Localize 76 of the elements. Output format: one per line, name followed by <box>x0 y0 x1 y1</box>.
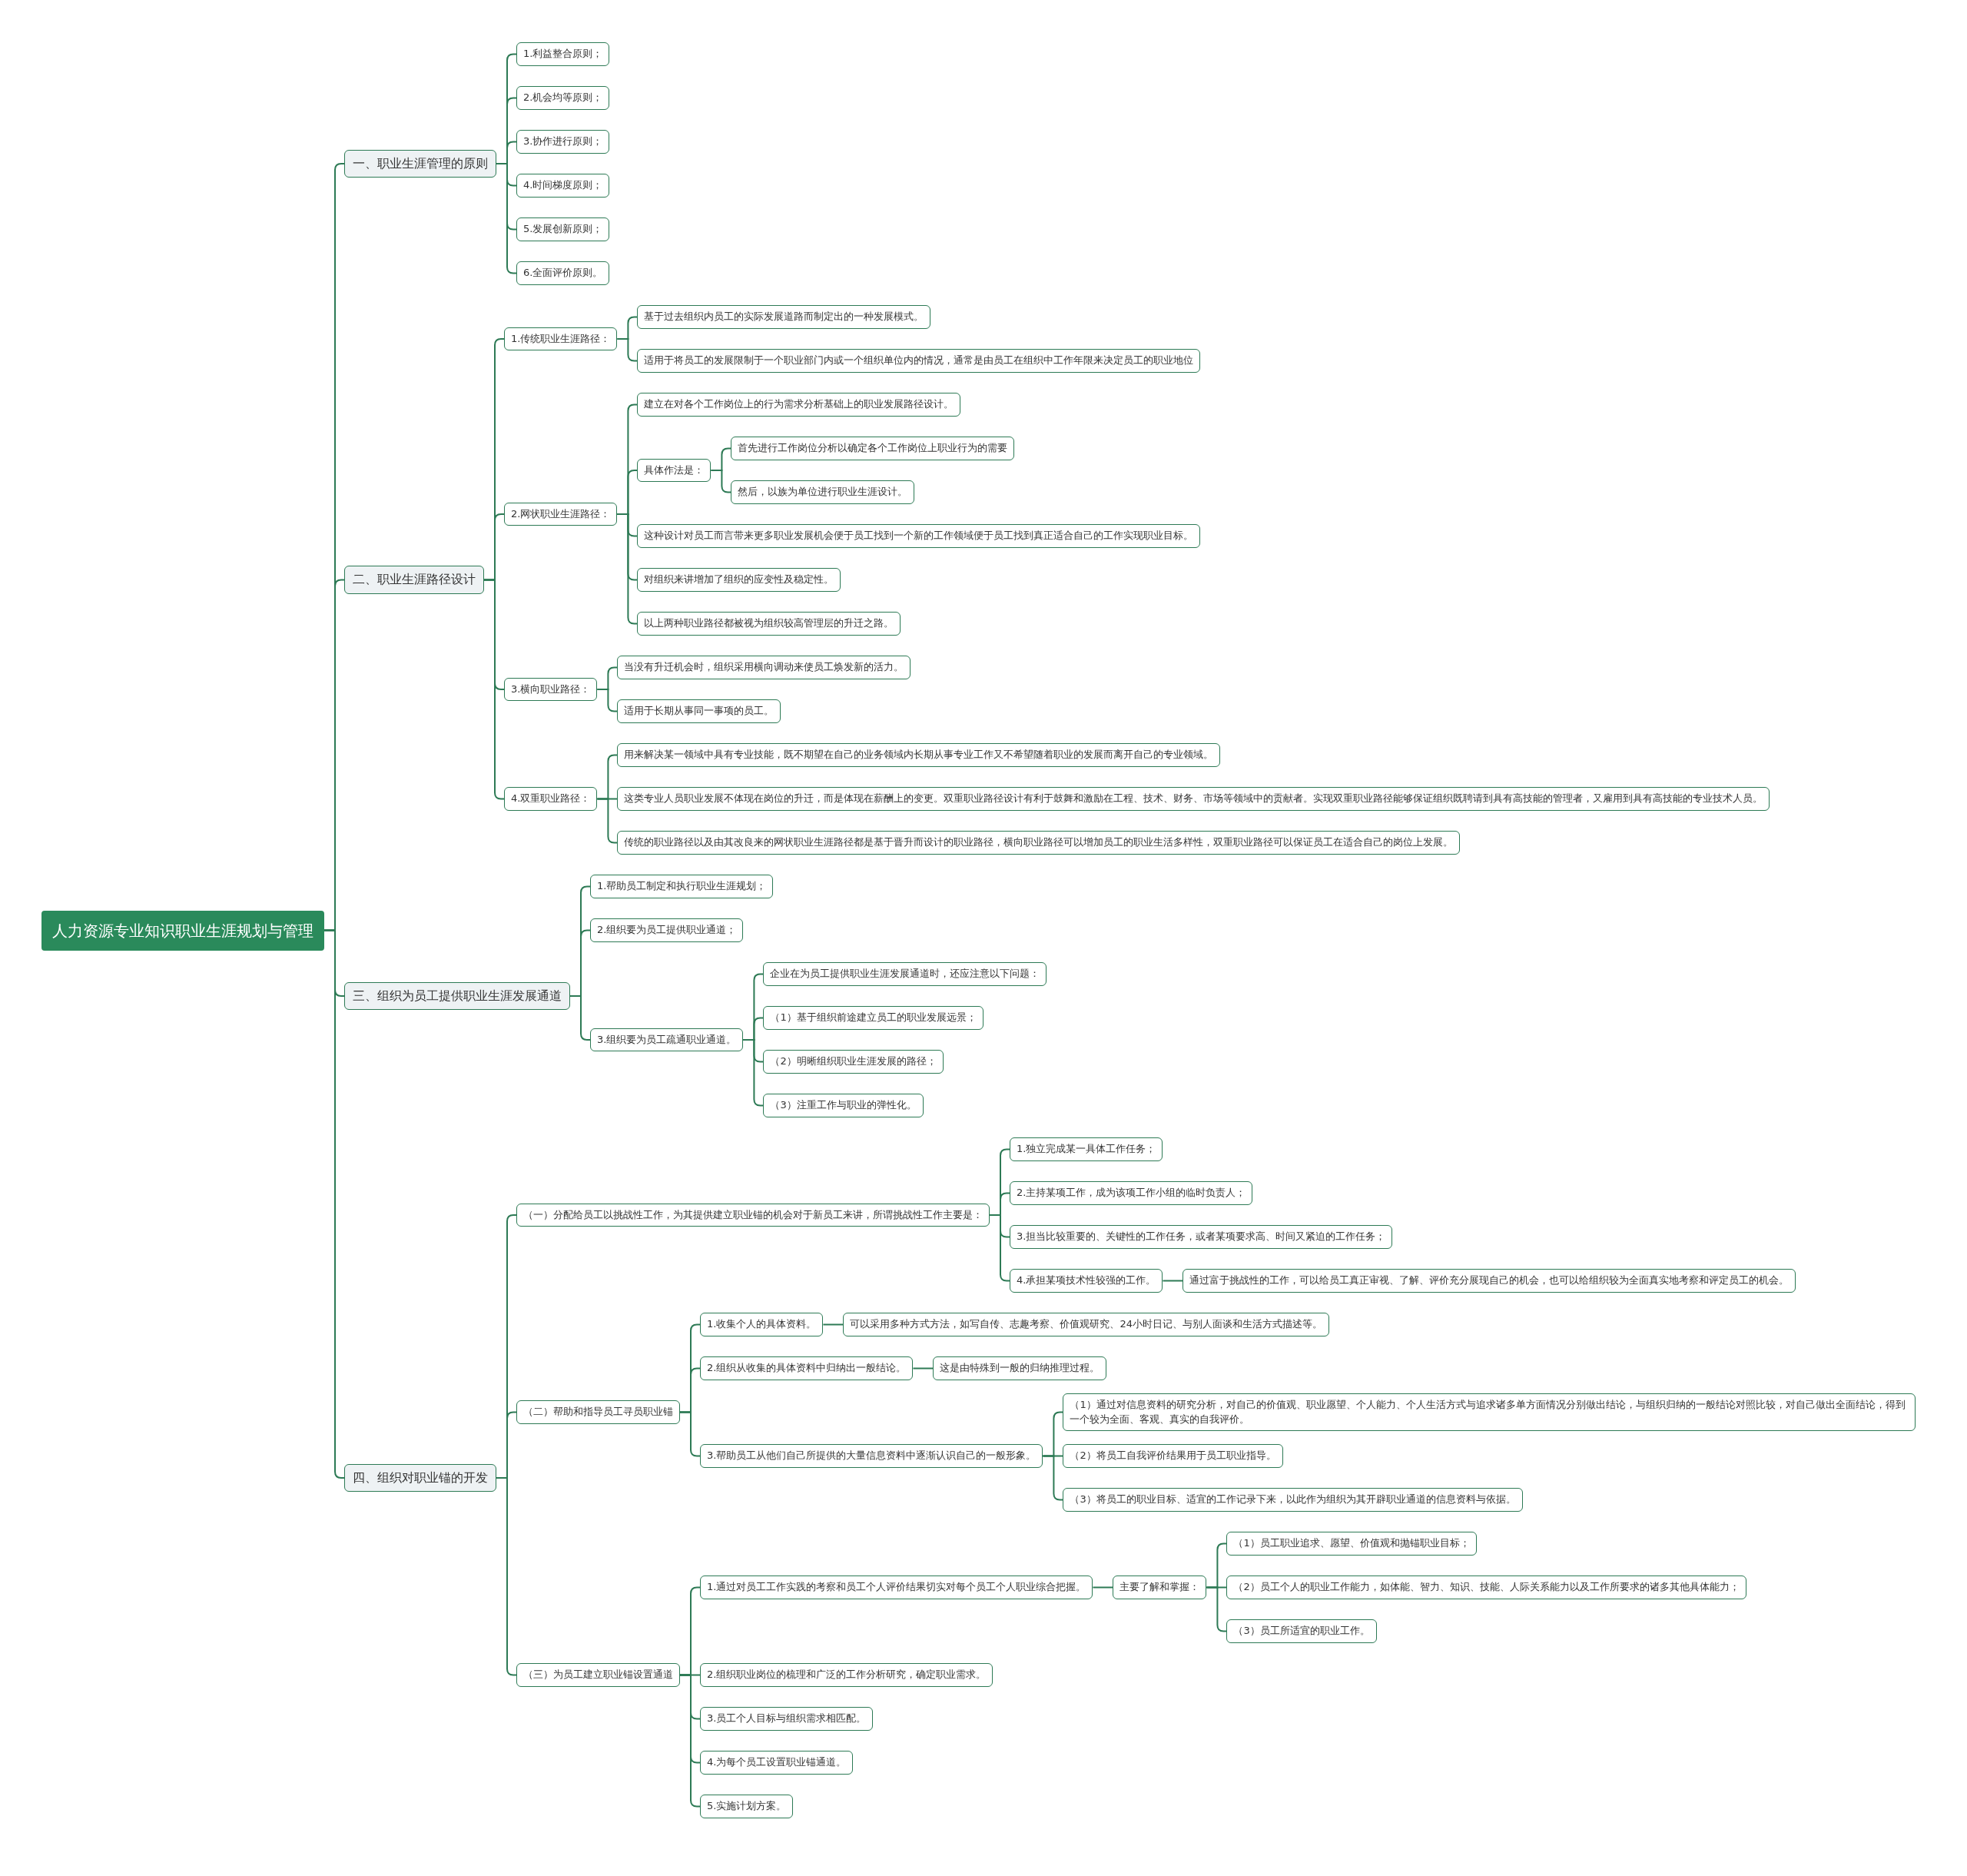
topic-box: （1）基于组织前途建立员工的职业发展远景； <box>763 1006 984 1030</box>
topic-box: （1）通过对信息资料的研究分析，对自己的价值观、职业愿望、个人能力、个人生活方式与追求诸多单方面情况分别做出结论，与组织归纳的一般结论对照比较，对自己做出全面结论，得到一个较为全面、客观、真实的自我评价。 <box>1063 1393 1916 1431</box>
topic-box: 1.通过对员工工作实践的考察和员工个人评价结果切实对每个员工个人职业综合把握。 <box>700 1576 1093 1599</box>
connector-line <box>679 1411 701 1457</box>
topic-box: 1.传统职业生涯路径： <box>504 327 618 351</box>
topic-box: 主要了解和掌握： <box>1113 1576 1207 1599</box>
topic-box: （2）明晰组织职业生涯发展的路径； <box>763 1050 944 1074</box>
connector-line <box>483 579 505 800</box>
topic-box: 这类专业人员职业发展不体现在岗位的升迁，而是体现在薪酬上的变更。双重职业路径设计有利于鼓舞和激励在工程、技术、财务、市场等领域中的贡献者。实现双重职业路径能够保证组织既聘请到具有高技能的管理者，又雇用到具有高技能的专业技术人员。 <box>617 787 1770 811</box>
topic-box: 4.双重职业路径： <box>504 787 598 811</box>
topic-box: （一）分配给员工以挑战性工作，为其提供建立职业锚的机会对于新员工来讲，所谓挑战性工作主要是： <box>516 1203 990 1227</box>
topic-box: 可以采用多种方式方法，如写自传、志趣考察、价值观研究、24小时日记、与别人面谈和生活方式描述等。 <box>843 1313 1329 1336</box>
topic-box: （2）将员工自我评价结果用于员工职业指导。 <box>1063 1444 1283 1468</box>
topic-box: 这是由特殊到一般的归纳推理过程。 <box>933 1356 1107 1380</box>
topic-box: （三）为员工建立职业锚设置通道 <box>516 1663 680 1687</box>
topic-box: 5.发展创新原则； <box>516 217 610 241</box>
topic-box: （3）注重工作与职业的弹性化。 <box>763 1094 924 1117</box>
connector-line <box>1092 1586 1114 1589</box>
topic-box: 3.横向职业路径： <box>504 677 598 702</box>
topic-box: 3.员工个人目标与组织需求相匹配。 <box>700 1707 874 1731</box>
topic-box: 1.收集个人的具体资料。 <box>700 1313 824 1336</box>
topic-box: 3.组织要为员工疏通职业通道。 <box>590 1028 744 1052</box>
topic-box: 6.全面评价原则。 <box>516 261 610 285</box>
topic-box: （3）将员工的职业目标、适宜的工作记录下来，以此作为组织为其开辟职业通道的信息资料与依据。 <box>1063 1488 1523 1512</box>
topic-box: 3.担当比较重要的、关键性的工作任务，或者某项要求高、时间又紧迫的工作任务； <box>1010 1225 1393 1249</box>
connector-line <box>596 798 619 844</box>
connector-line <box>1206 1586 1228 1632</box>
topic-box: 以上两种职业路径都被视为组织较高管理层的升迁之路。 <box>637 612 901 636</box>
topic-box: （二）帮助和指导员工寻员职业锚 <box>516 1400 680 1424</box>
connector-line <box>616 338 639 362</box>
connector-line <box>822 1323 844 1326</box>
topic-box: 对组织来讲增加了组织的应变性及稳定性。 <box>637 568 841 592</box>
topic-box: 1.帮助员工制定和执行职业生涯规划； <box>590 875 774 898</box>
topic-box: 5.实施计划方案。 <box>700 1795 794 1818</box>
connector-line <box>989 1214 1010 1282</box>
topic-box: 适用于将员工的发展限制于一个职业部门内或一个组织单位内的情况，通常是由员工在组织中工作年限来决定员工的职业地位 <box>637 349 1201 373</box>
branch-topic: 二、职业生涯路径设计 <box>344 566 484 594</box>
topic-box: 首先进行工作岗位分析以确定各个工作岗位上职业行为的需要 <box>731 437 1015 460</box>
branch-topic: 一、职业生涯管理的原则 <box>344 149 496 178</box>
connector-line <box>323 929 345 1479</box>
branch-topic: 四、组织对职业锚的开发 <box>344 1463 496 1492</box>
topic-box: 传统的职业路径以及由其改良来的网状职业生涯路径都是基于晋升而设计的职业路径，横向职业路径可以增加员工的职业生活多样性，双重职业路径可以保证员工在适合自己的岗位上发展。 <box>617 831 1461 855</box>
topic-box: （3）员工所适宜的职业工作。 <box>1226 1619 1377 1643</box>
topic-box: 基于过去组织内员工的实际发展道路而制定出的一种发展模式。 <box>637 305 931 329</box>
topic-box: 4.为每个员工设置职业锚通道。 <box>700 1751 854 1775</box>
connector-line <box>596 689 619 712</box>
topic-box: 3.帮助员工从他们自己所提供的大量信息资料中逐渐认识自己的一般形象。 <box>700 1444 1043 1468</box>
topic-box: 4.时间梯度原则； <box>516 174 610 198</box>
topic-box: 然后，以族为单位进行职业生涯设计。 <box>731 480 915 504</box>
topic-box: 具体作法是： <box>637 458 712 483</box>
topic-box: 这种设计对员工而言带来更多职业发展机会便于员工找到一个新的工作领域便于员工找到真正适合自己的工作实现职业目标。 <box>637 524 1201 548</box>
connector-line <box>679 1674 701 1808</box>
topic-box: （2）员工个人的职业工作能力，如体能、智力、知识、技能、人际关系能力以及工作所要求的诸多其他具体能力； <box>1226 1576 1746 1599</box>
topic-box: 2.网状职业生涯路径： <box>504 502 618 526</box>
topic-box: 用来解决某一领域中具有专业技能，既不期望在自己的业务领域内长期从事专业工作又不希望随着职业的发展而离开自己的专业领域。 <box>617 743 1221 767</box>
topic-box: 企业在为员工提供职业生涯发展通道时，还应注意以下问题： <box>763 962 1047 986</box>
topic-box: 2.主持某项工作，成为该项工作小组的临时负责人； <box>1010 1181 1253 1205</box>
topic-box: 通过富于挑战性的工作，可以给员工真正审视、了解、评价充分展现自己的机会，也可以给组织较为全面真实地考察和评定员工的机会。 <box>1183 1269 1796 1293</box>
topic-box: 4.承担某项技术性较强的工作。 <box>1010 1269 1163 1293</box>
topic-box: 建立在对各个工作岗位上的行为需求分析基础上的职业发展路径设计。 <box>637 393 961 417</box>
topic-box: （1）员工职业追求、愿望、价值观和抛锚职业目标； <box>1226 1532 1477 1556</box>
topic-box: 2.组织职业岗位的梳理和广泛的工作分析研究，确定职业需求。 <box>700 1663 993 1687</box>
topic-box: 2.组织从收集的具体资料中归纳出一般结论。 <box>700 1356 914 1380</box>
topic-box: 当没有升迁机会时，组织采用横向调动来使员工焕发新的活力。 <box>617 656 911 679</box>
connector-line <box>912 1367 934 1370</box>
topic-box: 3.协作进行原则； <box>516 130 610 154</box>
connector-line <box>1162 1280 1184 1282</box>
topic-box: 1.利益整合原则； <box>516 42 610 66</box>
topic-box: 适用于长期从事同一事项的员工。 <box>617 699 781 723</box>
topic-box: 2.组织要为员工提供职业通道； <box>590 918 744 942</box>
topic-box: 2.机会均等原则； <box>516 86 610 110</box>
connector-line <box>1042 1455 1064 1501</box>
branch-topic: 三、组织为员工提供职业生涯发展通道 <box>344 981 570 1011</box>
connector-line <box>710 470 732 493</box>
root-topic: 人力资源专业知识职业生涯规划与管理 <box>41 910 324 951</box>
topic-box: 1.独立完成某一具体工作任务； <box>1010 1137 1163 1161</box>
